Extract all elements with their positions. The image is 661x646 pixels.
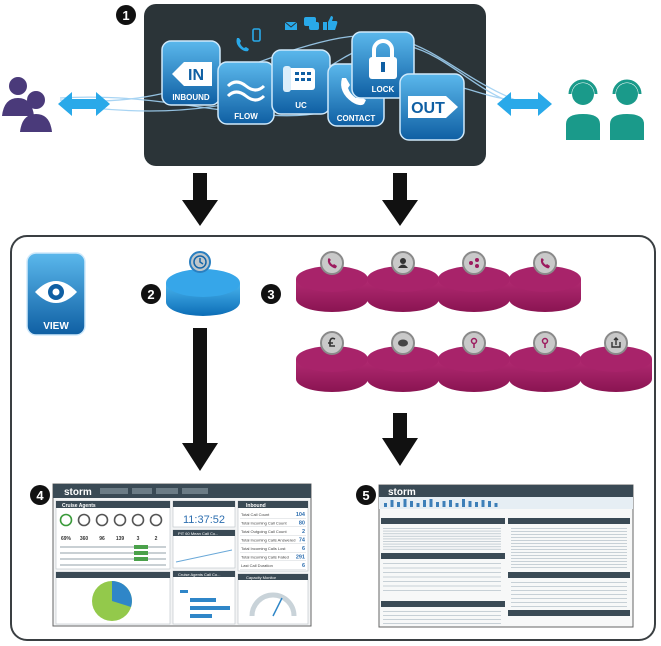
inbound-row-label: Last Call Duration — [241, 563, 273, 568]
inbound-panel-title: Inbound — [246, 503, 266, 509]
mobile-icon — [252, 28, 261, 42]
step-badge-4: 4 — [30, 485, 50, 505]
inbound-row-value: 74 — [299, 538, 306, 544]
view-container — [10, 235, 656, 641]
dashboard-brand: storm — [64, 487, 92, 498]
inbound-label: INBOUND — [172, 93, 210, 102]
flow-label: FLOW — [234, 112, 258, 121]
flow-tile: FLOW — [217, 61, 275, 125]
export-icon — [604, 331, 628, 355]
inbound-row-label: Total Call Count — [241, 512, 270, 517]
data-source-puck — [296, 251, 368, 312]
step-4-label: 4 — [36, 488, 44, 503]
report-brand: storm — [388, 487, 416, 498]
inbound-row-value: 6 — [302, 546, 305, 552]
outbound-badge: OUT — [411, 100, 445, 117]
email-icon — [284, 21, 298, 30]
lock-tile: LOCK — [351, 31, 415, 99]
agent-stat-5: 3 — [137, 536, 140, 542]
agent-icon — [391, 251, 415, 275]
pit-panel-title: PIT 60 Mean Call Co... — [178, 531, 218, 536]
step-badge-5: 5 — [356, 485, 376, 505]
view-tile: VIEW — [26, 252, 86, 336]
inbound-row-value: 80 — [299, 521, 305, 527]
thumbs-up-icon — [323, 16, 338, 30]
uc-label: UC — [295, 101, 307, 110]
down-arrow-to-view — [182, 173, 218, 226]
agent-double-arrow — [497, 92, 552, 116]
chat-icon — [391, 331, 415, 355]
key-icon — [462, 331, 486, 355]
down-arrow-to-report — [382, 413, 418, 466]
view-database-puck — [166, 251, 240, 316]
data-source-puck — [367, 251, 439, 312]
agent-stat-4: 139 — [116, 536, 125, 542]
inbound-row-label: Total Incoming Calls Answered — [241, 538, 295, 543]
inbound-row-label: Total Outgoing Call Count — [241, 529, 287, 534]
step-1-label: 1 — [122, 8, 129, 23]
agent-group-icon — [566, 79, 644, 140]
step-badge-2: 2 — [141, 284, 161, 304]
step-3-label: 3 — [267, 287, 274, 302]
inbound-row-value: 6 — [302, 563, 305, 569]
pound-icon — [320, 331, 344, 355]
data-source-puck — [438, 251, 510, 312]
outbound-tile: OUT — [399, 73, 465, 141]
inbound-row-label: Total Incoming Calls Failed — [241, 555, 289, 560]
data-source-pucks — [296, 251, 652, 392]
data-source-puck — [438, 331, 510, 392]
capacity-panel-title: Capacity Monitor — [246, 575, 277, 580]
inbound-row-label: Total Incoming Calls Lost — [241, 546, 286, 551]
data-source-puck — [509, 331, 581, 392]
contact-label: CONTACT — [337, 114, 376, 123]
phone-icon — [236, 38, 249, 52]
data-source-puck — [367, 331, 439, 392]
down-arrow-to-dashboard — [182, 328, 218, 471]
agent-stat-1: 69% — [61, 536, 72, 542]
inbound-row-value: 291 — [296, 555, 305, 561]
inbound-row-value: 2 — [302, 529, 305, 535]
inbound-badge: IN — [188, 67, 204, 84]
chart-panel-title: Cruise Agents Call Co... — [178, 572, 220, 577]
step-2-label: 2 — [147, 287, 154, 302]
key-icon — [533, 331, 557, 355]
step-badge-1: 1 — [116, 5, 136, 25]
inbound-tile: IN INBOUND — [161, 40, 221, 106]
step-badge-3: 3 — [261, 284, 281, 304]
dashboard-screenshot: storm Cruise Agents 69% 360 96 139 3 2 — [52, 483, 312, 627]
phone-icon — [533, 251, 557, 275]
agent-stat-3: 96 — [99, 536, 105, 542]
view-label: VIEW — [43, 321, 69, 332]
customer-double-arrow — [58, 92, 110, 116]
phone-icon — [320, 251, 344, 275]
agent-stat-6: 2 — [155, 536, 158, 542]
uc-tile: UC — [271, 49, 331, 115]
agent-stat-2: 360 — [80, 536, 89, 542]
inbound-row-value: 104 — [296, 512, 306, 518]
step-5-label: 5 — [362, 488, 369, 503]
network-icon — [462, 251, 486, 275]
inbound-row-label: Total Incoming Call Count — [241, 521, 287, 526]
report-screenshot: storm — [378, 484, 634, 628]
data-source-puck — [580, 331, 652, 392]
dashboard-clock: 11:37:52 — [183, 514, 225, 526]
agents-panel-title: Cruise Agents — [62, 503, 96, 509]
data-source-puck — [509, 251, 581, 312]
chat-icon — [304, 17, 319, 30]
data-source-puck — [296, 331, 368, 392]
down-arrow-to-sources — [382, 173, 418, 226]
clock-icon — [193, 255, 207, 269]
lock-label: LOCK — [372, 85, 395, 94]
customer-group-icon — [2, 77, 52, 132]
